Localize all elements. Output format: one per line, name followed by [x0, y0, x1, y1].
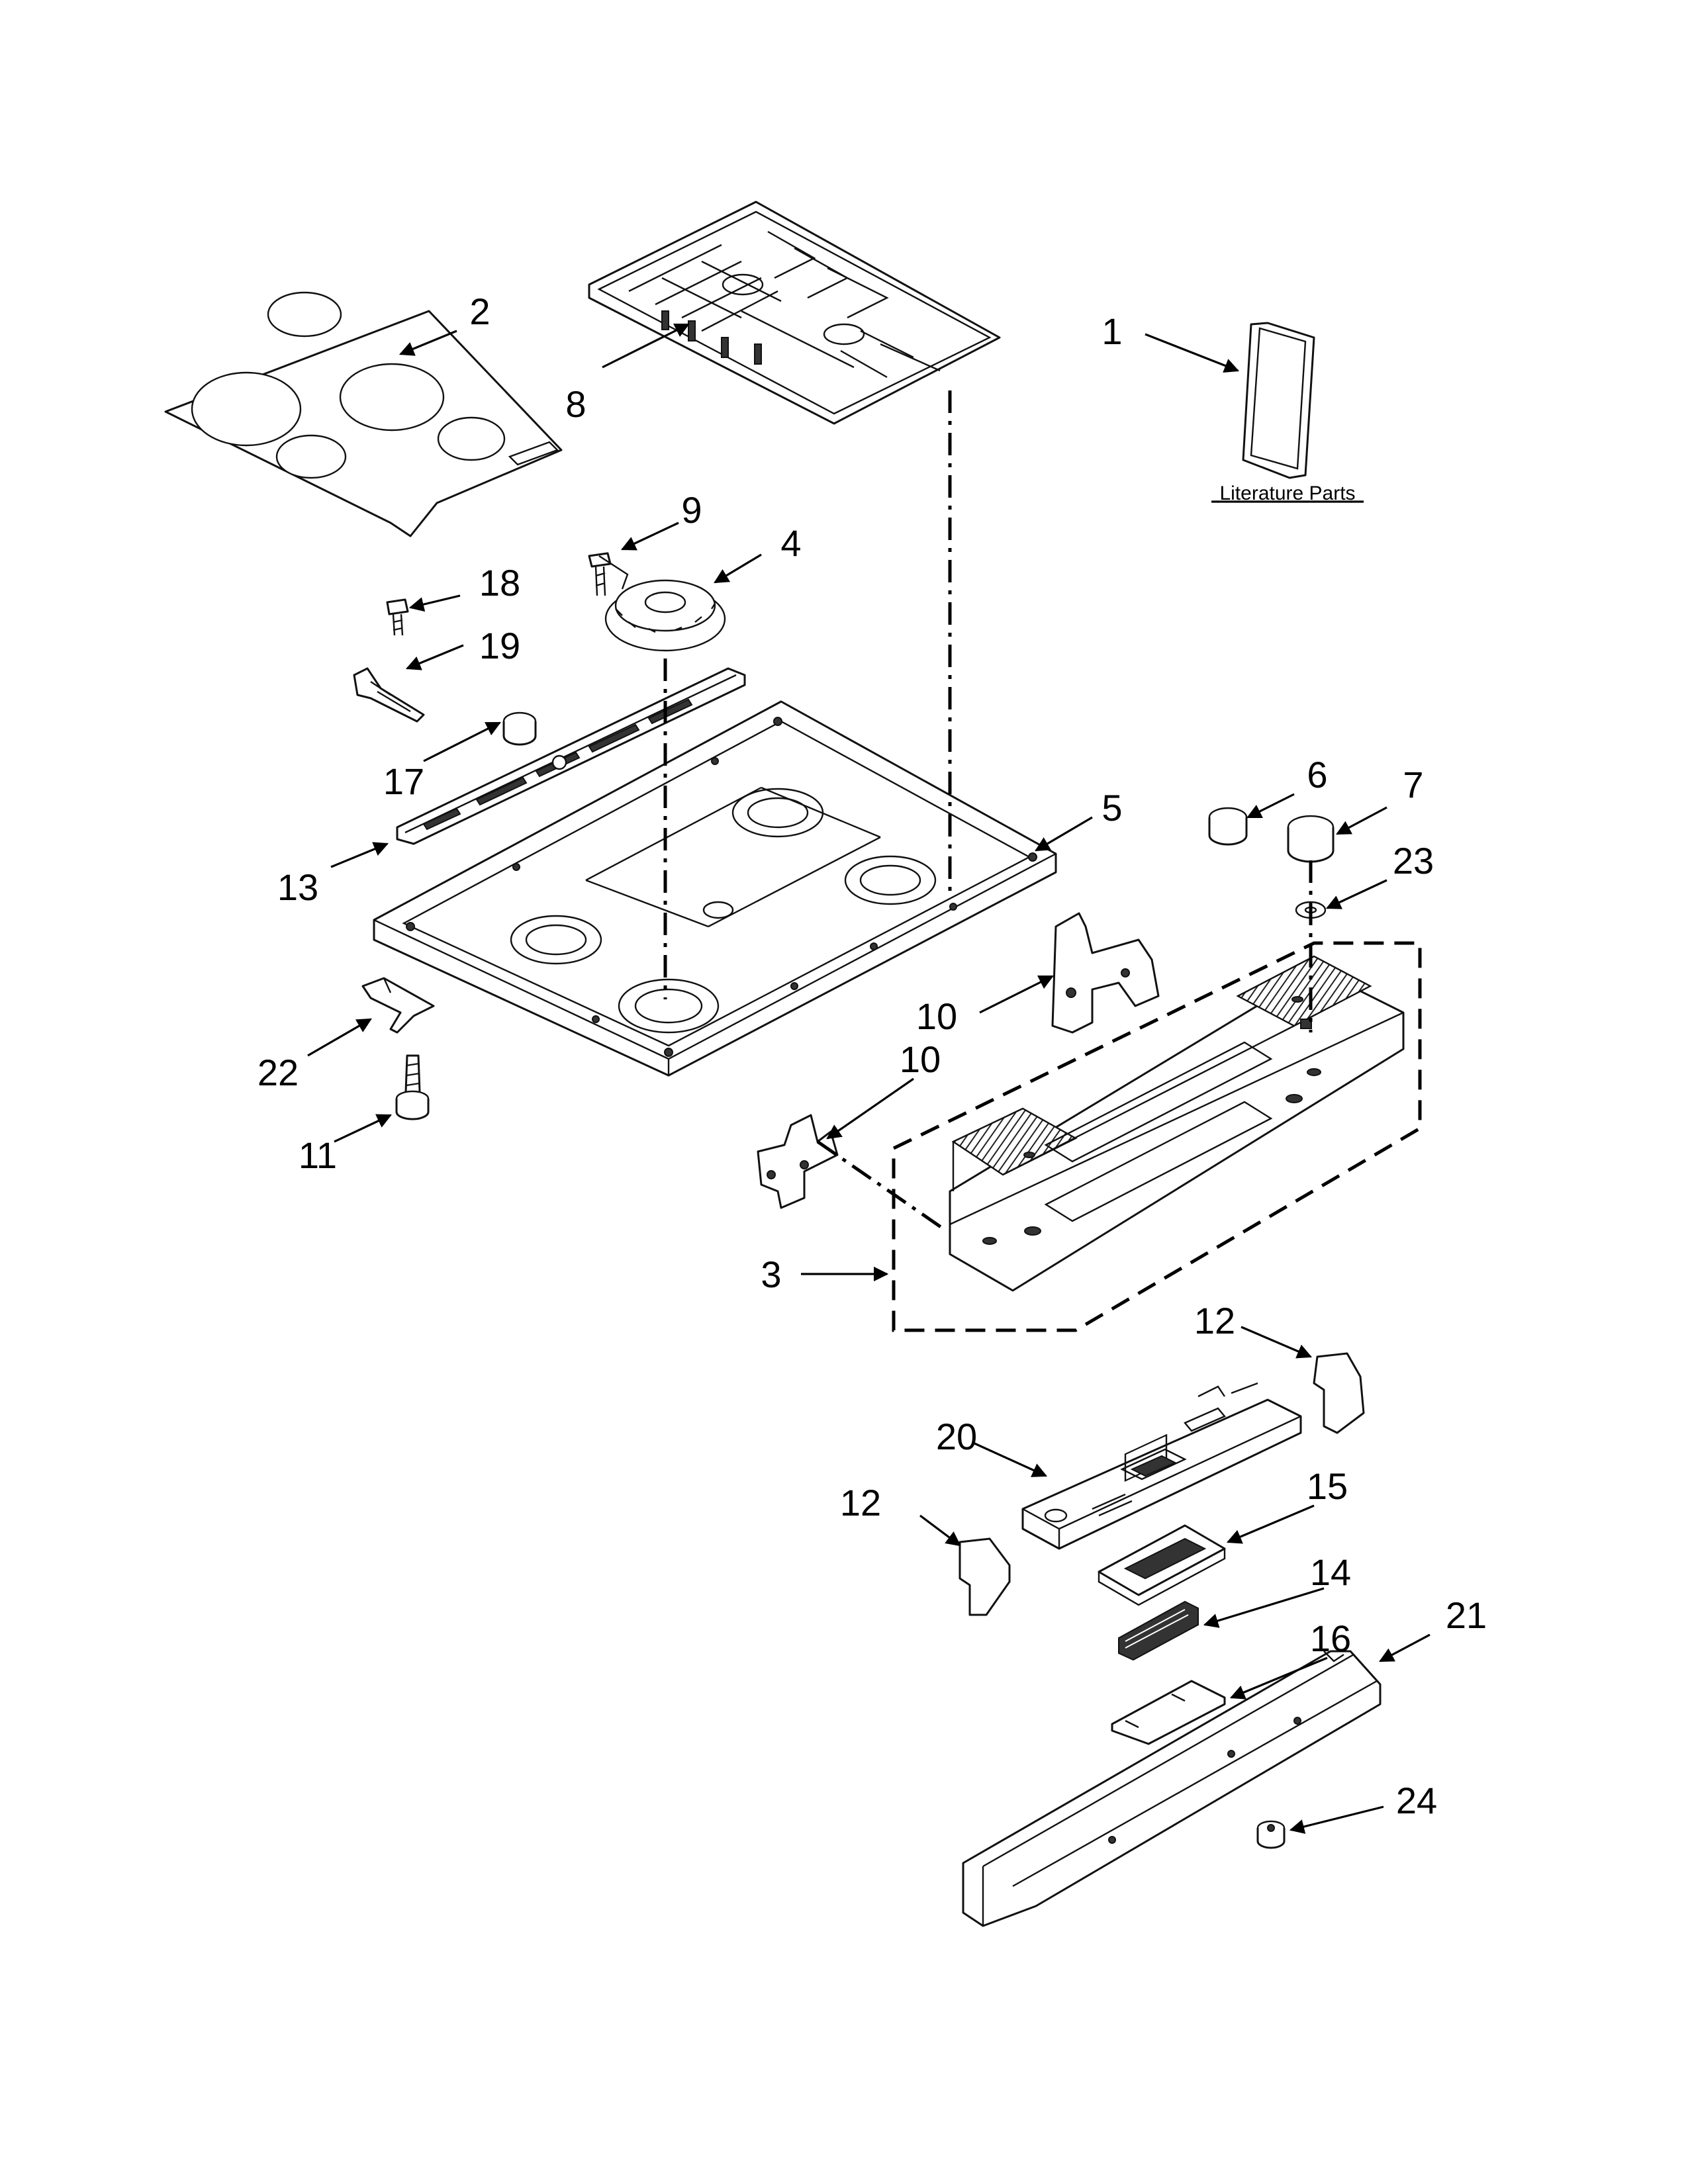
bumper-part-24: [1256, 1820, 1286, 1849]
callout-4: 4: [780, 522, 801, 564]
burner-grates-part-8: [588, 201, 1001, 425]
burner-part-4: [604, 579, 726, 652]
bracket-centerline: [816, 1140, 948, 1233]
board-bracket-part-15: [1098, 1524, 1226, 1606]
callout-12-lower: 12: [840, 1482, 881, 1524]
trim-strip-part-13: [396, 667, 746, 845]
control-board-part-14: [1118, 1600, 1199, 1661]
callout-2: 2: [469, 291, 490, 332]
cooktop-main-part-5: [373, 700, 1057, 1077]
bracket-part-12-upper: [1313, 1352, 1365, 1434]
callout-15: 15: [1307, 1465, 1348, 1507]
screw-part-9: [588, 552, 629, 596]
board-cover-part-16: [1111, 1680, 1226, 1745]
callout-5: 5: [1102, 787, 1122, 829]
control-panel-boundary: [892, 941, 1422, 1332]
callout-1: 1: [1102, 310, 1122, 352]
callout-13: 13: [277, 866, 318, 908]
callout-22: 22: [258, 1052, 299, 1093]
callout-11: 11: [299, 1134, 337, 1176]
trim-panel-part-21: [962, 1650, 1382, 1927]
callout-16: 16: [1310, 1617, 1351, 1659]
callout-7: 7: [1403, 764, 1423, 805]
literature-part-1: [1242, 322, 1315, 479]
callout-18: 18: [479, 562, 520, 604]
bracket-part-12-lower: [959, 1537, 1011, 1616]
callout-10-upper: 10: [916, 995, 957, 1037]
callout-20: 20: [936, 1416, 977, 1457]
screw-part-18: [386, 598, 409, 636]
side-bracket-part-10-upper: [1051, 912, 1160, 1034]
callout-3: 3: [761, 1253, 781, 1295]
cooktop-glass-part-2: [164, 291, 563, 537]
control-panel-part-3: [949, 955, 1405, 1292]
callout-21: 21: [1446, 1594, 1487, 1636]
callout-24: 24: [1396, 1780, 1437, 1821]
leader-lines: [307, 323, 1430, 1834]
bracket-part-19: [353, 667, 425, 723]
bumper-part-17: [502, 711, 537, 746]
knob-part-7: [1287, 815, 1335, 863]
callout-17: 17: [383, 760, 424, 802]
callout-6: 6: [1307, 754, 1327, 796]
knob-part-6: [1208, 807, 1248, 846]
callout-14: 14: [1310, 1551, 1351, 1593]
side-bracket-part-10-lower: [757, 1114, 839, 1209]
clip-part-22: [361, 977, 435, 1034]
callout-labels: 1 2 3 4 5 6 7 8 9 10 10 11 12 12 13 14 1…: [258, 291, 1487, 1821]
leveling-leg-part-11: [395, 1054, 430, 1120]
callout-8: 8: [565, 383, 586, 425]
callout-12-upper: 12: [1194, 1300, 1235, 1342]
callout-19: 19: [479, 625, 520, 666]
callout-10-lower: 10: [900, 1038, 941, 1080]
callout-9: 9: [681, 489, 702, 531]
callout-23: 23: [1393, 840, 1434, 882]
control-housing-part-20: [1021, 1382, 1302, 1550]
